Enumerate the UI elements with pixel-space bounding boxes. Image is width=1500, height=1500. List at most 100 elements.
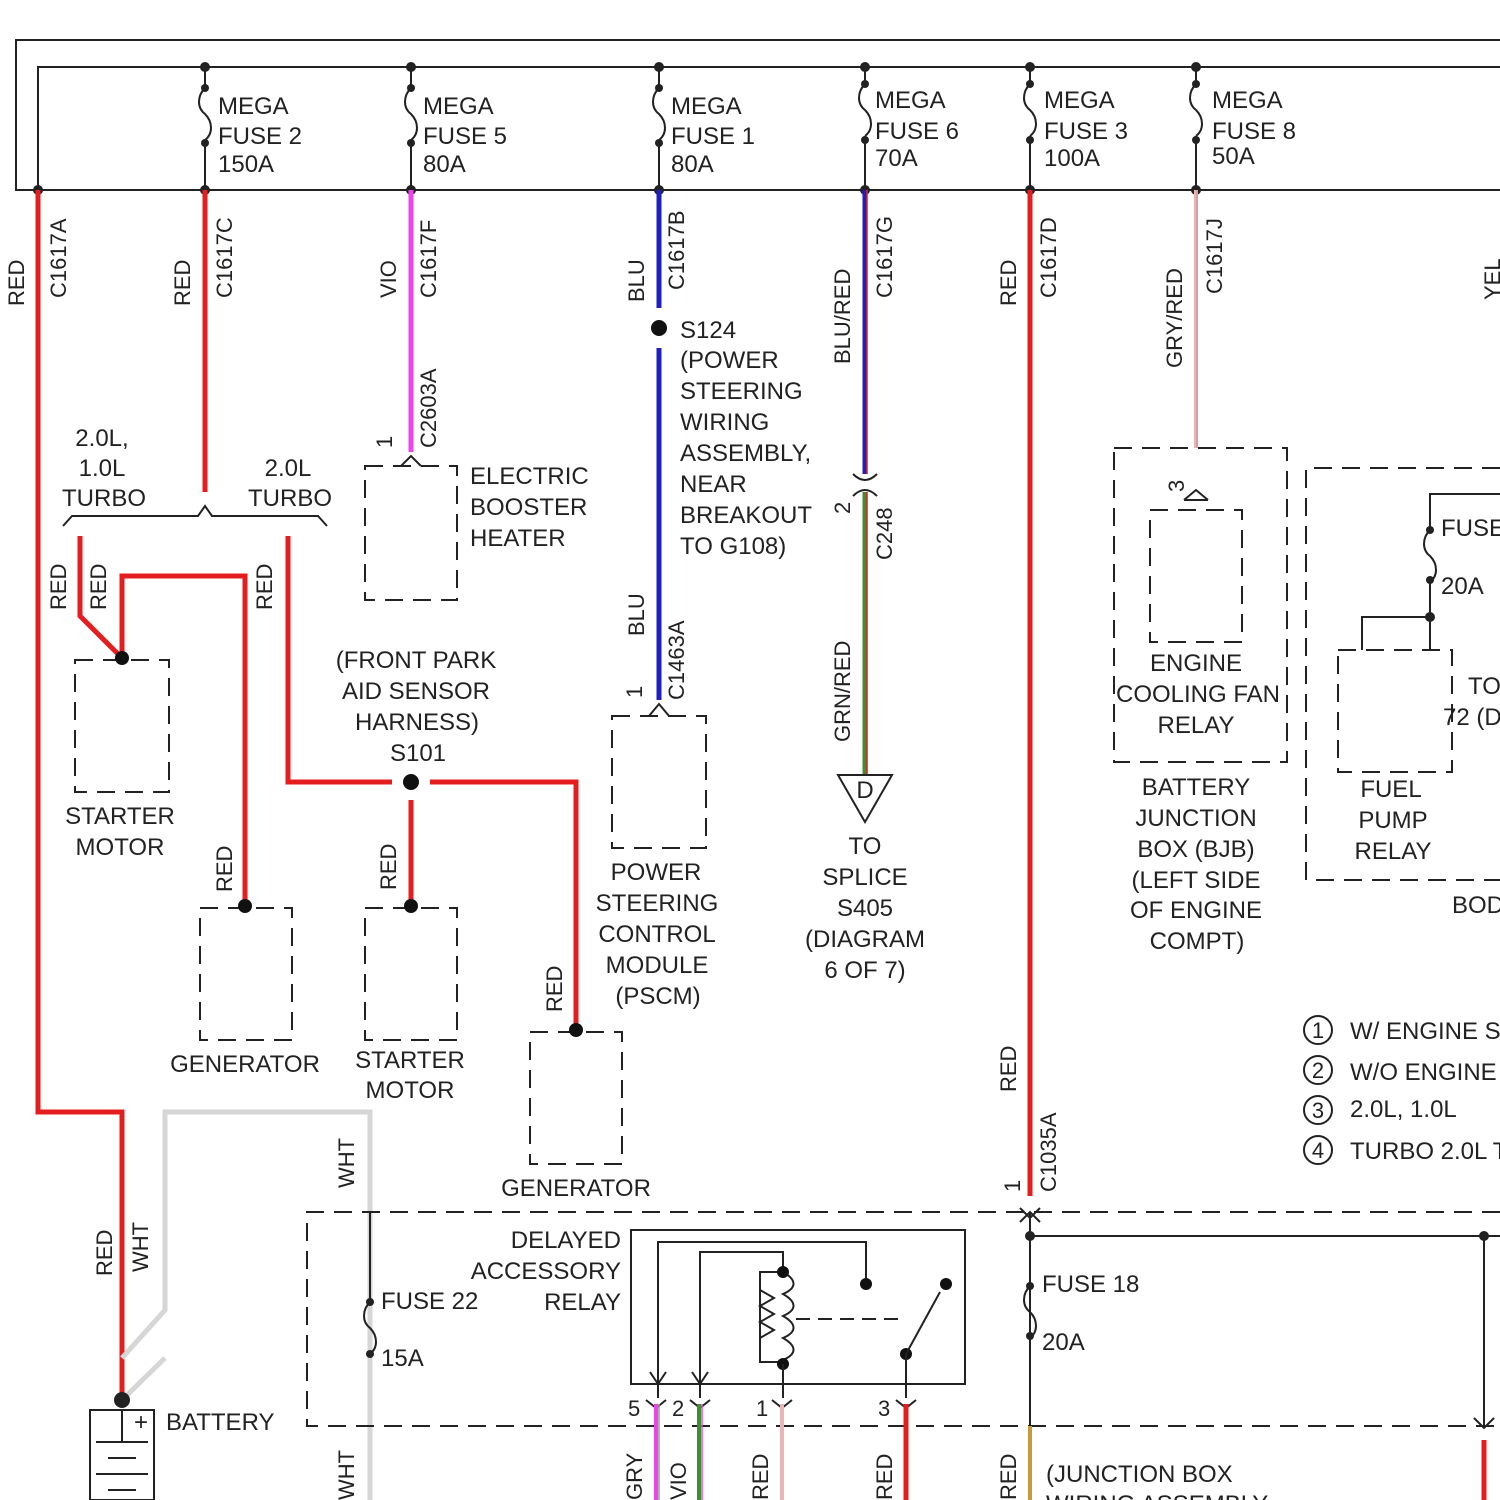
mega-fuse-8: MEGA FUSE 8 50A	[1190, 62, 1296, 195]
component-label: (LEFT SIDE	[1132, 867, 1261, 894]
mega-fuse-3: MEGA FUSE 3 100A	[1024, 62, 1128, 195]
splice-label: TO G108)	[680, 533, 786, 560]
fuse-rating: 15A	[381, 1345, 424, 1372]
fuse-name: FUSE 1	[671, 123, 755, 150]
wire-color-label: BLU	[624, 259, 649, 302]
fuse-rating: 20A	[1042, 1329, 1085, 1356]
component-label: WIRING ASSEMBLY	[1046, 1491, 1268, 1500]
fuse-rating: 80A	[423, 151, 466, 178]
legend-number: 2	[1312, 1058, 1324, 1083]
starter-motor-left: STARTER MOTOR	[65, 651, 175, 861]
fuse-name: FUSE 5	[423, 123, 507, 150]
circuit-label: C1617A	[46, 218, 71, 298]
mega-fuse-2: MEGA FUSE 2 150A	[199, 62, 302, 195]
legend-number: 3	[1312, 1098, 1324, 1123]
pin-number: 2	[672, 1396, 684, 1421]
branch-label: TURBO	[62, 485, 146, 512]
wire-color-label-partial: YEL	[1480, 258, 1500, 300]
fuse-name: FUSE 6	[875, 118, 959, 145]
wire-color-label: RED	[46, 564, 71, 610]
fuse-label: MEGA	[671, 93, 742, 120]
component-label: BATTERY	[166, 1409, 274, 1436]
battery-terminal: +	[134, 1409, 148, 1436]
wire-c1617c: RED C1617C	[170, 190, 237, 492]
fuse-name: FUSE 8	[1212, 118, 1296, 145]
splice-label: (POWER	[680, 347, 779, 374]
component-label: MODULE	[606, 952, 709, 979]
legend-item: 4 TURBO 2.0L T	[1304, 1136, 1500, 1165]
wire-c1617b: BLU C1617B BLU C1463A 1	[622, 190, 689, 700]
s101-label: (FRONT PARK AID SENSOR HARNESS) S101	[336, 647, 496, 767]
battery: + BATTERY RED WHT WHT WHT	[90, 1112, 370, 1500]
splice-label: S124	[680, 317, 736, 344]
splice-label: ASSEMBLY,	[680, 440, 811, 467]
pin-number: 1	[372, 436, 397, 448]
splice-label: (FRONT PARK	[336, 647, 496, 674]
mega-fuse-6: MEGA FUSE 6 70A	[859, 62, 959, 195]
pscm: POWER STEERING CONTROL MODULE (PSCM)	[596, 704, 719, 1010]
legend: 1 W/ ENGINE S 2 W/O ENGINE 3 2.0L, 1.0L …	[1304, 1016, 1500, 1165]
fuse-label: MEGA	[1212, 87, 1283, 114]
component-label: STEERING	[596, 890, 719, 917]
component-label: ELECTRIC	[470, 463, 589, 490]
fuse-name: FUSE 22	[381, 1288, 478, 1315]
legend-text: 2.0L, 1.0L	[1350, 1096, 1457, 1123]
branch-label: 1.0L	[79, 455, 126, 482]
wire-color-label: RED	[376, 844, 401, 890]
fuse-rating: 20A	[1441, 573, 1484, 600]
wire-color-label: WHT	[334, 1138, 359, 1188]
wire-color-label: RED	[542, 966, 567, 1012]
legend-item: 2 W/O ENGINE	[1304, 1056, 1497, 1086]
component-label: (JUNCTION BOX	[1046, 1461, 1233, 1488]
circuit-label: C1463A	[664, 620, 689, 700]
pin-number: 3	[1164, 480, 1189, 492]
wire-color-label: RED	[252, 564, 277, 610]
component-label: BOX (BJB)	[1137, 836, 1254, 863]
component-label: RELAY	[1355, 838, 1432, 865]
component-label: ACCESSORY	[471, 1258, 621, 1285]
pin-number: 3	[878, 1396, 890, 1421]
wire-c1617d: RED C1617D RED C1035A 1	[996, 190, 1061, 1196]
branch-label: 2.0L	[265, 455, 312, 482]
component-label: COMPT)	[1150, 928, 1245, 955]
fuse-name: FUSE 18	[1042, 1271, 1139, 1298]
reference-label: (DIAGRAM	[805, 926, 925, 953]
circuit-label: C1035A	[1036, 1112, 1061, 1192]
splice-label: HARNESS)	[355, 709, 479, 736]
component-label: RELAY	[1158, 712, 1235, 739]
fuse-label: MEGA	[875, 87, 946, 114]
splice-label: S101	[390, 740, 446, 767]
wire-color-label: WHT	[128, 1222, 153, 1272]
circuit-label: C2603A	[416, 368, 441, 448]
generator-right: GENERATOR	[501, 1023, 651, 1202]
pin-number: 2	[830, 502, 855, 514]
fuse-rating: 80A	[671, 151, 714, 178]
component-label: PUMP	[1358, 807, 1427, 834]
component-label: BATTERY	[1142, 774, 1250, 801]
circuit-label: C248	[872, 507, 897, 560]
wire-color-label: VIO	[376, 260, 401, 298]
circuit-label: C1617D	[1036, 217, 1061, 298]
component-label: ENGINE	[1150, 650, 1242, 677]
fuse-label: MEGA	[218, 93, 289, 120]
component-label: GENERATOR	[501, 1175, 651, 1202]
fuse-name: FUSE 2	[218, 123, 302, 150]
starter-branch-wires: RED RED RED RED RED RED	[46, 536, 576, 1030]
component-label: POWER	[611, 859, 702, 886]
splice-letter: D	[856, 777, 873, 804]
generator-left: GENERATOR	[170, 899, 320, 1078]
component-label: HEATER	[470, 525, 566, 552]
component-label: BOOSTER	[470, 494, 587, 521]
wire-c1617g: BLU/RED C1617G GRN/RED C248 2	[830, 190, 897, 775]
wire-color-label: WHT	[334, 1450, 359, 1500]
component-label: STARTER	[355, 1047, 465, 1074]
junction-box-label: (JUNCTION BOX WIRING ASSEMBLY	[1046, 1461, 1268, 1500]
component-label: GENERATOR	[170, 1051, 320, 1078]
reference-label: TO	[1468, 673, 1500, 700]
pin-number: 1	[756, 1396, 768, 1421]
wire-color-label: RED	[748, 1454, 773, 1500]
mega-fuse-5: MEGA FUSE 5 80A	[405, 62, 507, 195]
circuit-label: C1617G	[872, 216, 897, 298]
splice-label: AID SENSOR	[342, 678, 490, 705]
